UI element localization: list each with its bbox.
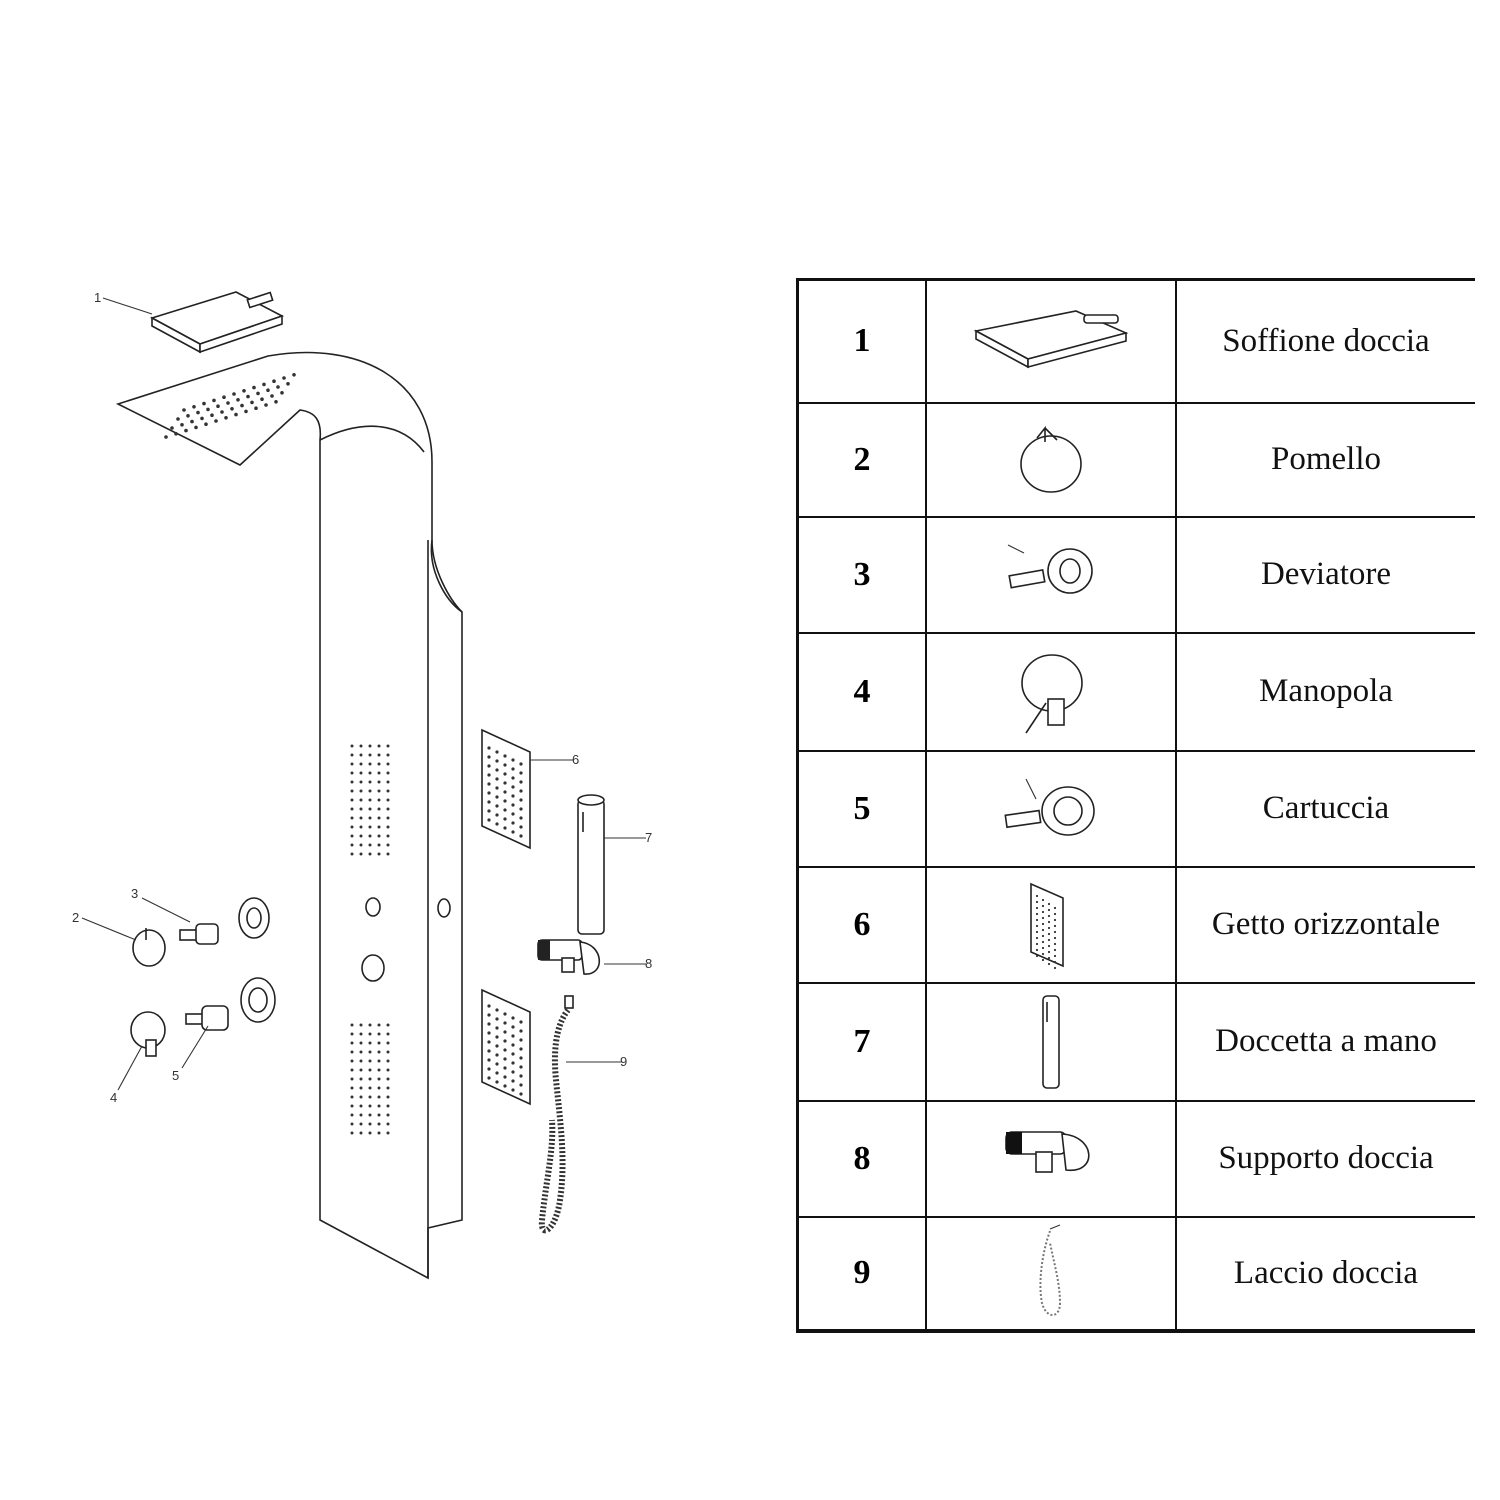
knob-part — [132, 928, 166, 967]
knob-icon — [926, 402, 1177, 518]
part-name: Pomello — [1176, 402, 1475, 518]
table-row: 9 Laccio doccia — [796, 1216, 1476, 1331]
part-name: Laccio doccia — [1233, 1254, 1419, 1291]
part-name: Doccetta a mano — [1176, 982, 1475, 1102]
diverter-part — [179, 897, 270, 945]
hand-shower-icon — [926, 982, 1177, 1102]
table-row: 7 Doccetta a mano — [796, 982, 1475, 1102]
table-row: 1 Soffione doccia — [796, 279, 1475, 404]
table-row: 3 Deviatore — [796, 516, 1475, 634]
shower-bracket-part — [537, 939, 601, 975]
callout-3: 3 — [131, 886, 138, 901]
top-spray-holes — [164, 373, 296, 439]
lower-jet-holes — [350, 1023, 390, 1135]
shower-hose-icon — [926, 1216, 1177, 1331]
upper-jet-holes — [350, 744, 390, 856]
callout-1: 1 — [94, 290, 101, 305]
shower-panel-body — [115, 351, 463, 1280]
table-row: 8 Supporto doccia — [796, 1100, 1475, 1218]
rain-shower-head-icon — [926, 279, 1177, 404]
part-number: 9 — [796, 1216, 927, 1331]
callout-6: 6 — [572, 752, 579, 767]
part-name: Getto orizzontale — [1176, 866, 1475, 984]
body-jet-part-upper — [481, 728, 531, 850]
table-row: 4 Manopola — [796, 632, 1475, 752]
cartridge-part — [185, 977, 276, 1031]
exploded-diagram: 1 6 7 8 — [72, 290, 652, 1280]
shower-hose-part — [538, 995, 574, 1234]
part-number: 2 — [796, 402, 927, 518]
part-number: 8 — [796, 1100, 927, 1218]
body-jet-icon — [926, 866, 1177, 984]
callout-5: 5 — [172, 1068, 179, 1083]
callout-7: 7 — [645, 830, 652, 845]
part-number: 5 — [796, 750, 927, 868]
table-row: 6 Getto orizzontale — [796, 866, 1475, 984]
callout-9: 9 — [620, 1054, 627, 1069]
part-number: 7 — [796, 982, 927, 1102]
part-number: 3 — [796, 516, 927, 634]
rain-shower-head-part — [149, 291, 285, 354]
hand-shower-part — [577, 794, 605, 935]
part-number: 6 — [796, 866, 927, 984]
handle-part — [130, 1011, 166, 1057]
part-name: Cartuccia — [1176, 750, 1475, 868]
parts-table: 1 Soffione doccia 2 Pomello 3 Deviatore … — [796, 278, 1475, 1333]
body-jet-part-lower — [481, 988, 531, 1106]
part-name: Soffione doccia — [1176, 279, 1475, 404]
callout-2: 2 — [72, 910, 79, 925]
part-number: 1 — [796, 279, 927, 404]
shower-bracket-icon — [926, 1100, 1177, 1218]
table-row: 5 Cartuccia — [796, 750, 1475, 868]
part-name: Deviatore — [1176, 516, 1475, 634]
table-row: 2 Pomello — [796, 402, 1475, 518]
diverter-icon — [926, 516, 1177, 634]
callout-8: 8 — [645, 956, 652, 971]
callout-4: 4 — [110, 1090, 117, 1105]
handle-icon — [926, 632, 1177, 752]
part-name: Manopola — [1176, 632, 1475, 752]
cartridge-icon — [926, 750, 1177, 868]
part-name: Supporto doccia — [1176, 1100, 1475, 1218]
part-number: 4 — [796, 632, 927, 752]
